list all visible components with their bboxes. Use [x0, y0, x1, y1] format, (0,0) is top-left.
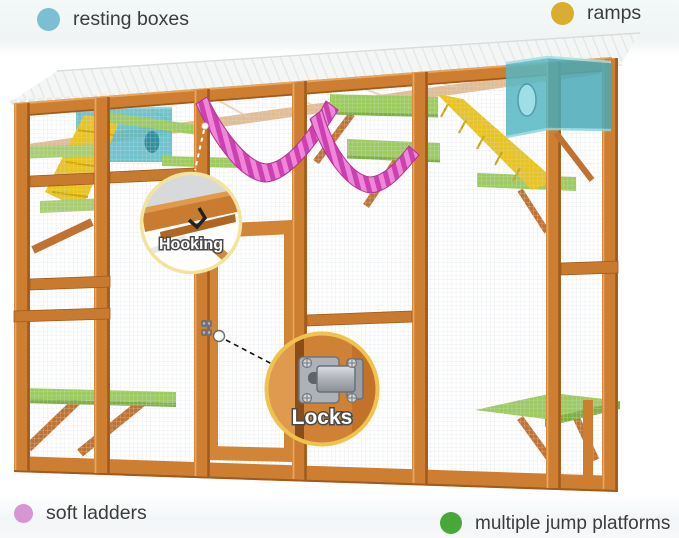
- legend-resting-boxes: resting boxes: [37, 8, 189, 31]
- resting-box-right-top-edge: [505, 55, 612, 65]
- locks-callout: Locks: [264, 331, 380, 447]
- rail-left-mid1: [29, 275, 111, 291]
- rail-right: [560, 260, 619, 276]
- jump-platforms-label: multiple jump platforms: [475, 512, 671, 534]
- door-stile-left: [210, 228, 218, 458]
- post-7: [602, 58, 618, 490]
- rail-left-upper: [29, 172, 95, 188]
- hooking-anchor-dot: [201, 122, 209, 130]
- jump-platforms-bullet-icon: [440, 512, 462, 534]
- legend-jump-platforms: multiple jump platforms: [440, 512, 670, 534]
- soft-ladders-bullet-icon: [14, 504, 33, 524]
- roof-corrugation: [12, 33, 640, 101]
- legend-soft-ladders: soft ladders: [14, 502, 147, 524]
- lock-location-marker: [212, 329, 226, 343]
- mid-rails: [13, 167, 619, 327]
- resting-box-right-front-face: [548, 57, 611, 130]
- door-bottom-rail: [210, 446, 292, 462]
- front-frame: [13, 57, 619, 492]
- post-5: [412, 72, 428, 484]
- roof-back-edge: [56, 32, 641, 72]
- locks-callout-ring: [264, 331, 380, 447]
- resting-boxes-label: resting boxes: [73, 7, 189, 30]
- soft-ladder-right-band: [309, 109, 420, 194]
- rail-center-right: [306, 310, 413, 327]
- hook-icon: [187, 207, 208, 230]
- hooking-callout-scene: [142, 174, 240, 272]
- ramps-bullet-icon: [551, 2, 574, 25]
- bottom-beam: [14, 456, 618, 492]
- hooking-dashed-line: [194, 129, 205, 171]
- background-bottom-band: [0, 494, 679, 538]
- resting-boxes-bullet-icon: [37, 8, 60, 31]
- hooking-callout: Hooking: [139, 171, 243, 275]
- brace-under-box: [553, 131, 595, 182]
- soft-ladder-right: [309, 109, 420, 194]
- legend-ramps: ramps: [551, 2, 641, 25]
- soft-ladder-left-band: [195, 96, 339, 183]
- hooking-callout-ring: [139, 171, 243, 275]
- stud-right: [583, 400, 593, 488]
- hooking-label: Hooking: [159, 236, 223, 253]
- brace-left: [31, 218, 94, 254]
- rail-left-mid2: [13, 307, 111, 323]
- resting-box-right-bottom-edge: [505, 127, 612, 139]
- post-1: [14, 103, 30, 471]
- top-beam: [14, 57, 612, 117]
- ramps-label: ramps: [587, 1, 642, 24]
- locks-label: Locks: [292, 406, 353, 429]
- soft-ladders-label: soft ladders: [46, 502, 147, 524]
- latch-icon: [298, 356, 364, 404]
- soft-ladder-left: [195, 96, 339, 183]
- resting-box-right-hole: [517, 83, 537, 117]
- bottom-beam-shadow: [13, 470, 619, 492]
- door-hinge: [201, 320, 212, 336]
- hooking-pointer: [194, 122, 209, 171]
- resting-box-right: [505, 55, 612, 139]
- lock-pointer: [212, 329, 273, 365]
- post-6: [546, 62, 561, 488]
